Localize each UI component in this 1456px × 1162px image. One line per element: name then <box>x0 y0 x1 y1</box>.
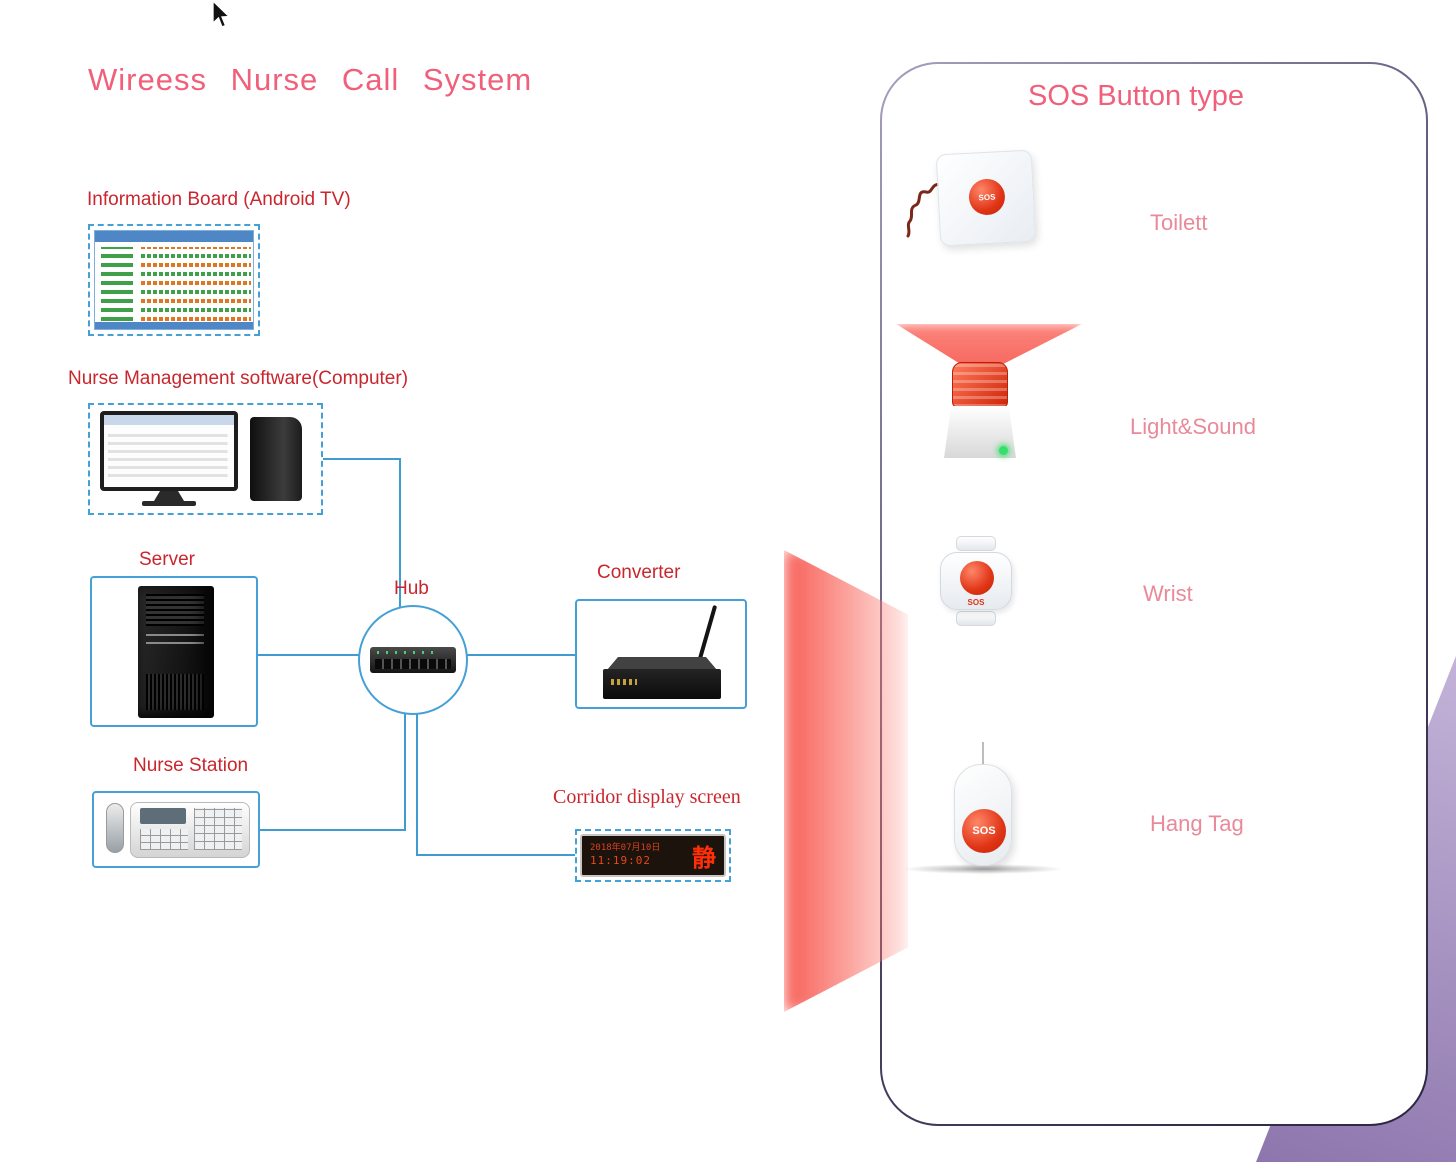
wrist-button-device: SOS <box>938 536 1014 634</box>
label-toilett: Toilett <box>1150 210 1208 235</box>
wrist-sos-button <box>960 561 994 595</box>
network-switch <box>370 647 456 673</box>
label-computer: Nurse Management software(Computer) <box>68 368 409 389</box>
corridor-time: 11:19:02 <box>590 854 651 868</box>
toilet-button-device: SOS <box>900 149 1040 258</box>
corridor-badge: 静 <box>692 845 716 872</box>
label-hub: Hub <box>394 578 429 599</box>
wire-hub-converter <box>466 654 576 656</box>
hub-node <box>358 605 468 715</box>
label-information-board: Information Board (Android TV) <box>87 189 351 210</box>
label-nurse-station: Nurse Station <box>133 755 249 776</box>
computer-tower <box>250 417 302 501</box>
hang-tag-body: SOS <box>954 764 1012 866</box>
information-board-node <box>88 224 260 336</box>
server-tower <box>138 586 214 718</box>
red-beam <box>784 550 908 1012</box>
alarm-dome <box>952 362 1008 408</box>
converter-top-face <box>607 657 717 670</box>
wrist-body: SOS <box>940 552 1012 610</box>
wrist-strap-bottom <box>956 611 996 626</box>
wire-computer-hub-h <box>322 458 401 460</box>
page-title: Wireess Nurse Call System <box>88 62 533 97</box>
mouse-cursor-icon <box>212 0 230 28</box>
label-light-sound: Light&Sound <box>1130 414 1256 439</box>
phone-keypad <box>194 808 242 850</box>
computer-screen <box>104 415 234 487</box>
monitor-base <box>142 501 196 506</box>
wire-hub-nursestation-v <box>404 713 406 830</box>
label-corridor-display: Corridor display screen <box>553 786 741 808</box>
hang-tag-sos-button: SOS <box>962 809 1006 853</box>
wire-hub-corridor-v <box>416 713 418 856</box>
corridor-led-text: 2018年07月10日 11:19:02 <box>590 843 660 868</box>
label-hang-tag: Hang Tag <box>1150 811 1244 836</box>
converter-node <box>575 599 747 709</box>
label-wrist: Wrist <box>1143 581 1193 606</box>
toilet-button-plate: SOS <box>935 149 1037 247</box>
server-node <box>90 576 258 727</box>
switch-ports <box>375 659 451 669</box>
wire-hub-nursestation-h <box>260 829 406 831</box>
wire-server-hub <box>258 654 360 656</box>
computer-node <box>88 403 323 515</box>
phone-handset <box>106 803 124 853</box>
sos-panel-title: SOS Button type <box>1028 80 1245 112</box>
toilet-sos-button: SOS <box>968 178 1006 216</box>
switch-leds <box>377 651 433 654</box>
converter-pins <box>611 679 637 685</box>
hang-tag-device: SOS <box>948 742 1018 870</box>
wire-hub-corridor-h <box>416 854 576 856</box>
label-server: Server <box>139 549 195 570</box>
wire-computer-hub-v <box>399 458 401 607</box>
phone-keypad-secondary <box>140 829 188 850</box>
corridor-led-display: 2018年07月10日 11:19:02 静 <box>580 834 726 877</box>
hang-tag-shadow <box>902 864 1064 874</box>
computer-monitor <box>100 411 238 491</box>
hang-tag-cord <box>982 742 984 764</box>
light-sound-device <box>944 362 1016 462</box>
label-converter: Converter <box>597 562 681 583</box>
information-board-screen <box>94 230 254 330</box>
corridor-date: 2018年07月10日 <box>590 843 661 853</box>
wrist-strap-top <box>956 536 996 551</box>
wrist-sos-text: SOS <box>967 598 985 607</box>
monitor-stand <box>154 491 184 501</box>
nurse-station-node <box>92 791 260 868</box>
alarm-led <box>999 446 1008 455</box>
phone-screen <box>140 808 186 824</box>
corridor-display-node: 2018年07月10日 11:19:02 静 <box>575 829 731 882</box>
